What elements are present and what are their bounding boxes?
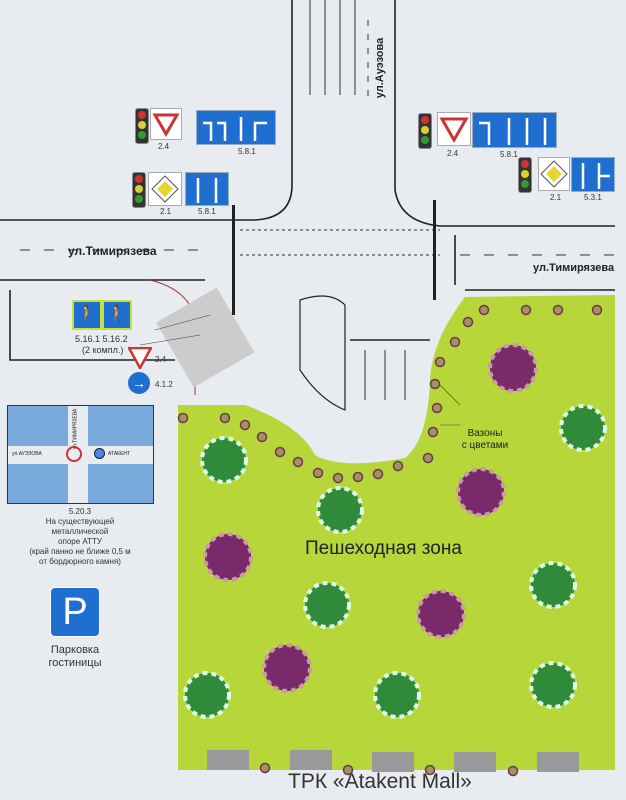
street-label-timiryazeva: ул.Тимирязева — [68, 244, 157, 258]
tree-icon — [529, 561, 577, 609]
flower-vase-icon — [552, 304, 564, 316]
street-label-timiryazeva: ул.Тимирязева — [533, 262, 615, 274]
flower-vase-icon — [292, 456, 304, 468]
lane-direction-sign-icon — [472, 112, 557, 148]
sign-code: 2.4 — [155, 355, 167, 364]
flower-vase-icon — [462, 316, 474, 328]
tree-icon — [373, 671, 421, 719]
crosswalk-sign-icon: 🚶 — [72, 300, 102, 330]
flower-vase-icon — [177, 412, 189, 424]
sign-code: 2.1 — [550, 193, 562, 202]
flower-vase-icon — [424, 764, 436, 776]
flower-vase-icon — [372, 468, 384, 480]
flower-vases — [177, 304, 603, 777]
flowering-shrub-icon — [262, 643, 312, 693]
yield-sign-icon — [126, 346, 154, 374]
flower-vase-icon — [449, 336, 461, 348]
inset-street-label: ул.АУЭЗОВА — [12, 451, 42, 457]
road-edges — [0, 0, 615, 411]
street-label-auezova: ул.Ауэзова — [374, 37, 386, 99]
flowering-shrub-icon — [416, 589, 466, 639]
sign-code: 4.1.2 — [155, 380, 173, 389]
flower-vase-icon — [478, 304, 490, 316]
tree-icon — [316, 486, 364, 534]
inset-direction-map: ул.АУЭЗОВА ул.ТИМИРЯЗЕВА АТАКЕНТ — [7, 405, 154, 504]
bollards — [207, 750, 579, 772]
sign-code: 5.8.1 — [500, 150, 518, 159]
lane-direction-sign-icon — [196, 110, 276, 145]
yield-sign-icon — [150, 108, 182, 140]
flower-vase-icon — [342, 764, 354, 776]
tree-icon — [200, 436, 248, 484]
tree-icon — [529, 661, 577, 709]
sign-code: 5.3.1 — [584, 193, 602, 202]
flower-vase-icon — [312, 467, 324, 479]
priority-road-sign-icon — [148, 172, 182, 206]
lane-direction-sign-icon — [571, 157, 615, 192]
pedestrian-zone-title: Пешеходная зона — [305, 538, 462, 559]
flower-vase-icon — [429, 378, 441, 390]
inset-street-label: ул.ТИМИРЯЗЕВА — [72, 408, 79, 450]
crosswalk-sign-icon: 🚶 — [102, 300, 132, 330]
flower-vase-icon — [431, 402, 443, 414]
mall-label: ТРК «Atakent Mall» — [288, 770, 472, 793]
traffic-light-icon — [418, 113, 432, 149]
roundabout-icon — [94, 448, 105, 459]
sign-code: 5.16.1 5.16.2 — [75, 334, 128, 344]
traffic-light-icon — [135, 108, 149, 144]
yield-sign-icon — [437, 112, 471, 146]
sign-code: 2.4 — [158, 142, 170, 151]
lane-markings — [20, 0, 615, 400]
sign-code: 2.1 — [160, 207, 172, 216]
traffic-light-icon — [132, 172, 146, 208]
traffic-light-icon — [518, 157, 532, 193]
tree-icon — [183, 671, 231, 719]
flower-vase-icon — [591, 304, 603, 316]
sign-code: 5.8.1 — [238, 147, 256, 156]
flowering-shrub-icon — [203, 532, 253, 582]
flower-vase-icon — [219, 412, 231, 424]
flower-vase-icon — [434, 356, 446, 368]
flower-vase-icon — [422, 452, 434, 464]
sign-code: 2.4 — [447, 149, 459, 158]
flower-vase-icon — [274, 446, 286, 458]
flower-vase-icon — [427, 426, 439, 438]
tree-icon — [559, 404, 607, 452]
poles — [232, 200, 436, 315]
flower-vase-icon — [392, 460, 404, 472]
go-right-sign-icon: → — [128, 372, 150, 394]
flower-vase-icon — [259, 762, 271, 774]
flowering-shrub-icon — [456, 467, 506, 517]
sign-quantity: (2 компл.) — [82, 345, 124, 355]
no-left-turn-icon — [66, 446, 82, 462]
priority-road-sign-icon — [538, 157, 570, 191]
tree-icon — [303, 581, 351, 629]
trees — [183, 343, 607, 719]
flower-vase-icon — [332, 472, 344, 484]
inset-note: 5.20.3 На существующей металлической опо… — [29, 507, 131, 566]
flower-vase-icon — [507, 765, 519, 777]
inset-destination-label: АТАКЕНТ — [108, 451, 131, 457]
leader-lines — [139, 314, 461, 426]
sign-code: 5.8.1 — [198, 207, 216, 216]
flower-vase-icon — [520, 304, 532, 316]
flower-vase-icon — [256, 431, 268, 443]
flower-vase-icon — [239, 419, 251, 431]
flower-vase-icon — [352, 471, 364, 483]
parking-sign-icon: P — [50, 587, 100, 637]
lane-direction-sign-icon — [185, 172, 229, 206]
flowering-shrub-icon — [488, 343, 538, 393]
crosswalk — [156, 287, 255, 388]
